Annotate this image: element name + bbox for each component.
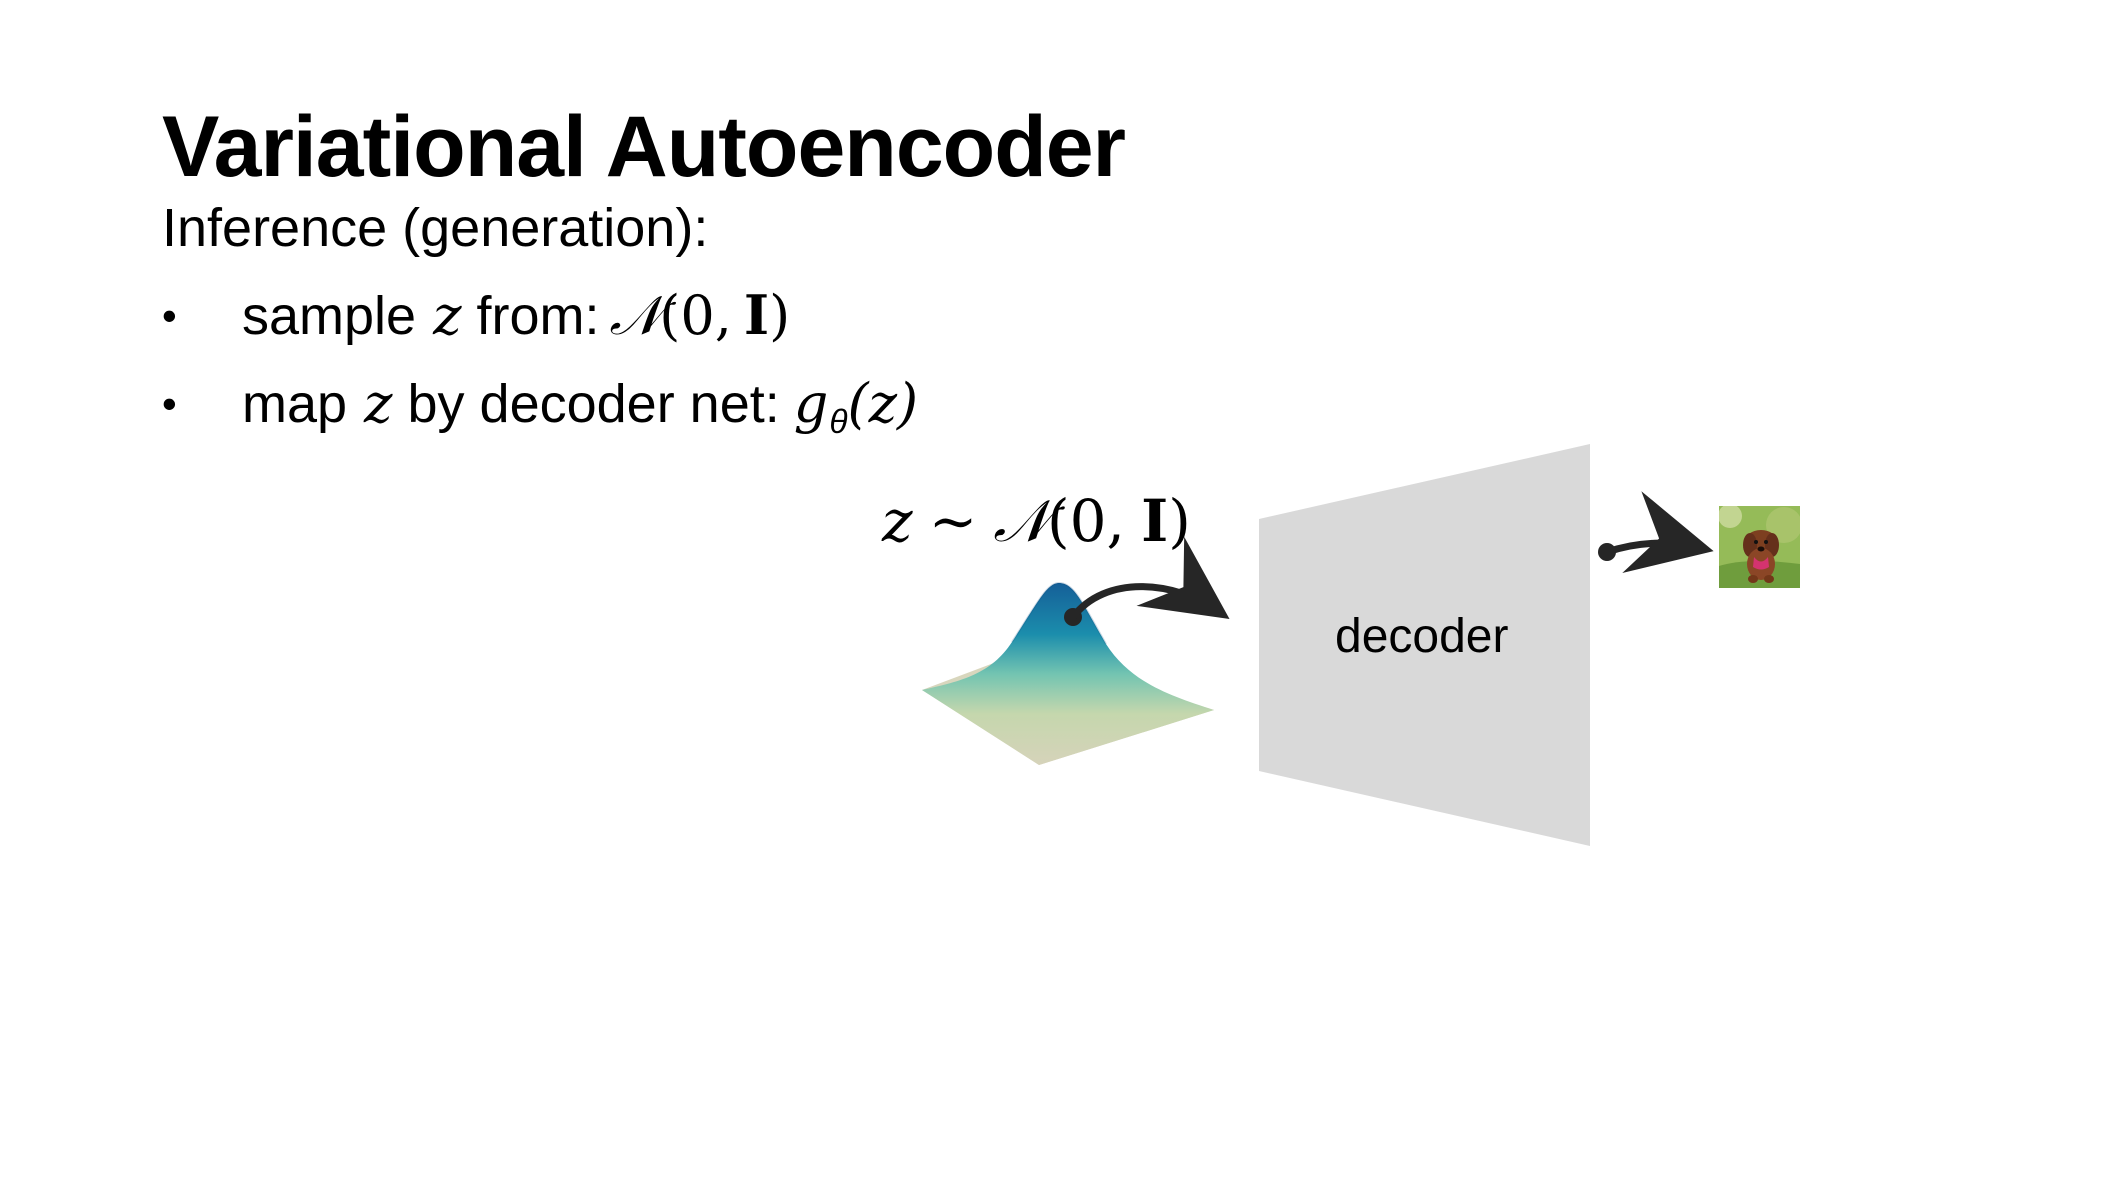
identity-matrix: I — [1141, 487, 1169, 555]
decoder-block — [1259, 444, 1590, 846]
sample-variable: z — [433, 284, 462, 347]
generated-dog-image — [1719, 506, 1800, 588]
decoder-argument: (z) — [847, 372, 919, 435]
decoder-function: g — [793, 372, 829, 435]
sampling-step: • sample z from: 𝒩 (0, I ) — [162, 284, 1262, 373]
sample-text: sample — [242, 286, 417, 346]
latent-variable: z — [882, 487, 913, 555]
bullet-marker: • — [162, 292, 177, 339]
inference-steps: • sample z from: 𝒩 (0, I ) • map z by de… — [162, 284, 1262, 462]
distribution-close: ) — [769, 284, 791, 347]
latent-sampling-formula: z ∼ 𝒩(0, I) — [882, 492, 1191, 551]
distributed-as-symbol: ∼ — [928, 487, 978, 555]
identity-matrix: I — [743, 283, 770, 347]
from-text: from: — [476, 286, 600, 346]
distribution-open: (0, — [1047, 487, 1125, 555]
gaussian-distribution-icon — [922, 581, 1214, 765]
decoder-label: decoder — [1335, 610, 1509, 663]
output-arrow — [1598, 491, 1714, 574]
decoder-net-text: by decoder net: — [407, 374, 780, 434]
distribution-close: ) — [1168, 487, 1191, 555]
bullet-marker: • — [162, 380, 177, 427]
distribution-open: (0, — [659, 284, 732, 347]
sample-arrow — [1064, 536, 1230, 626]
normal-distribution-symbol: 𝒩 — [993, 487, 1049, 555]
normal-distribution-symbol: 𝒩 — [609, 284, 662, 347]
inference-heading: Inference (generation): — [162, 198, 709, 258]
slide-title: Variational Autoencoder — [162, 98, 1126, 195]
map-variable: z — [364, 372, 393, 435]
map-text: map — [242, 374, 348, 434]
decoder-parameter: θ — [829, 404, 848, 442]
